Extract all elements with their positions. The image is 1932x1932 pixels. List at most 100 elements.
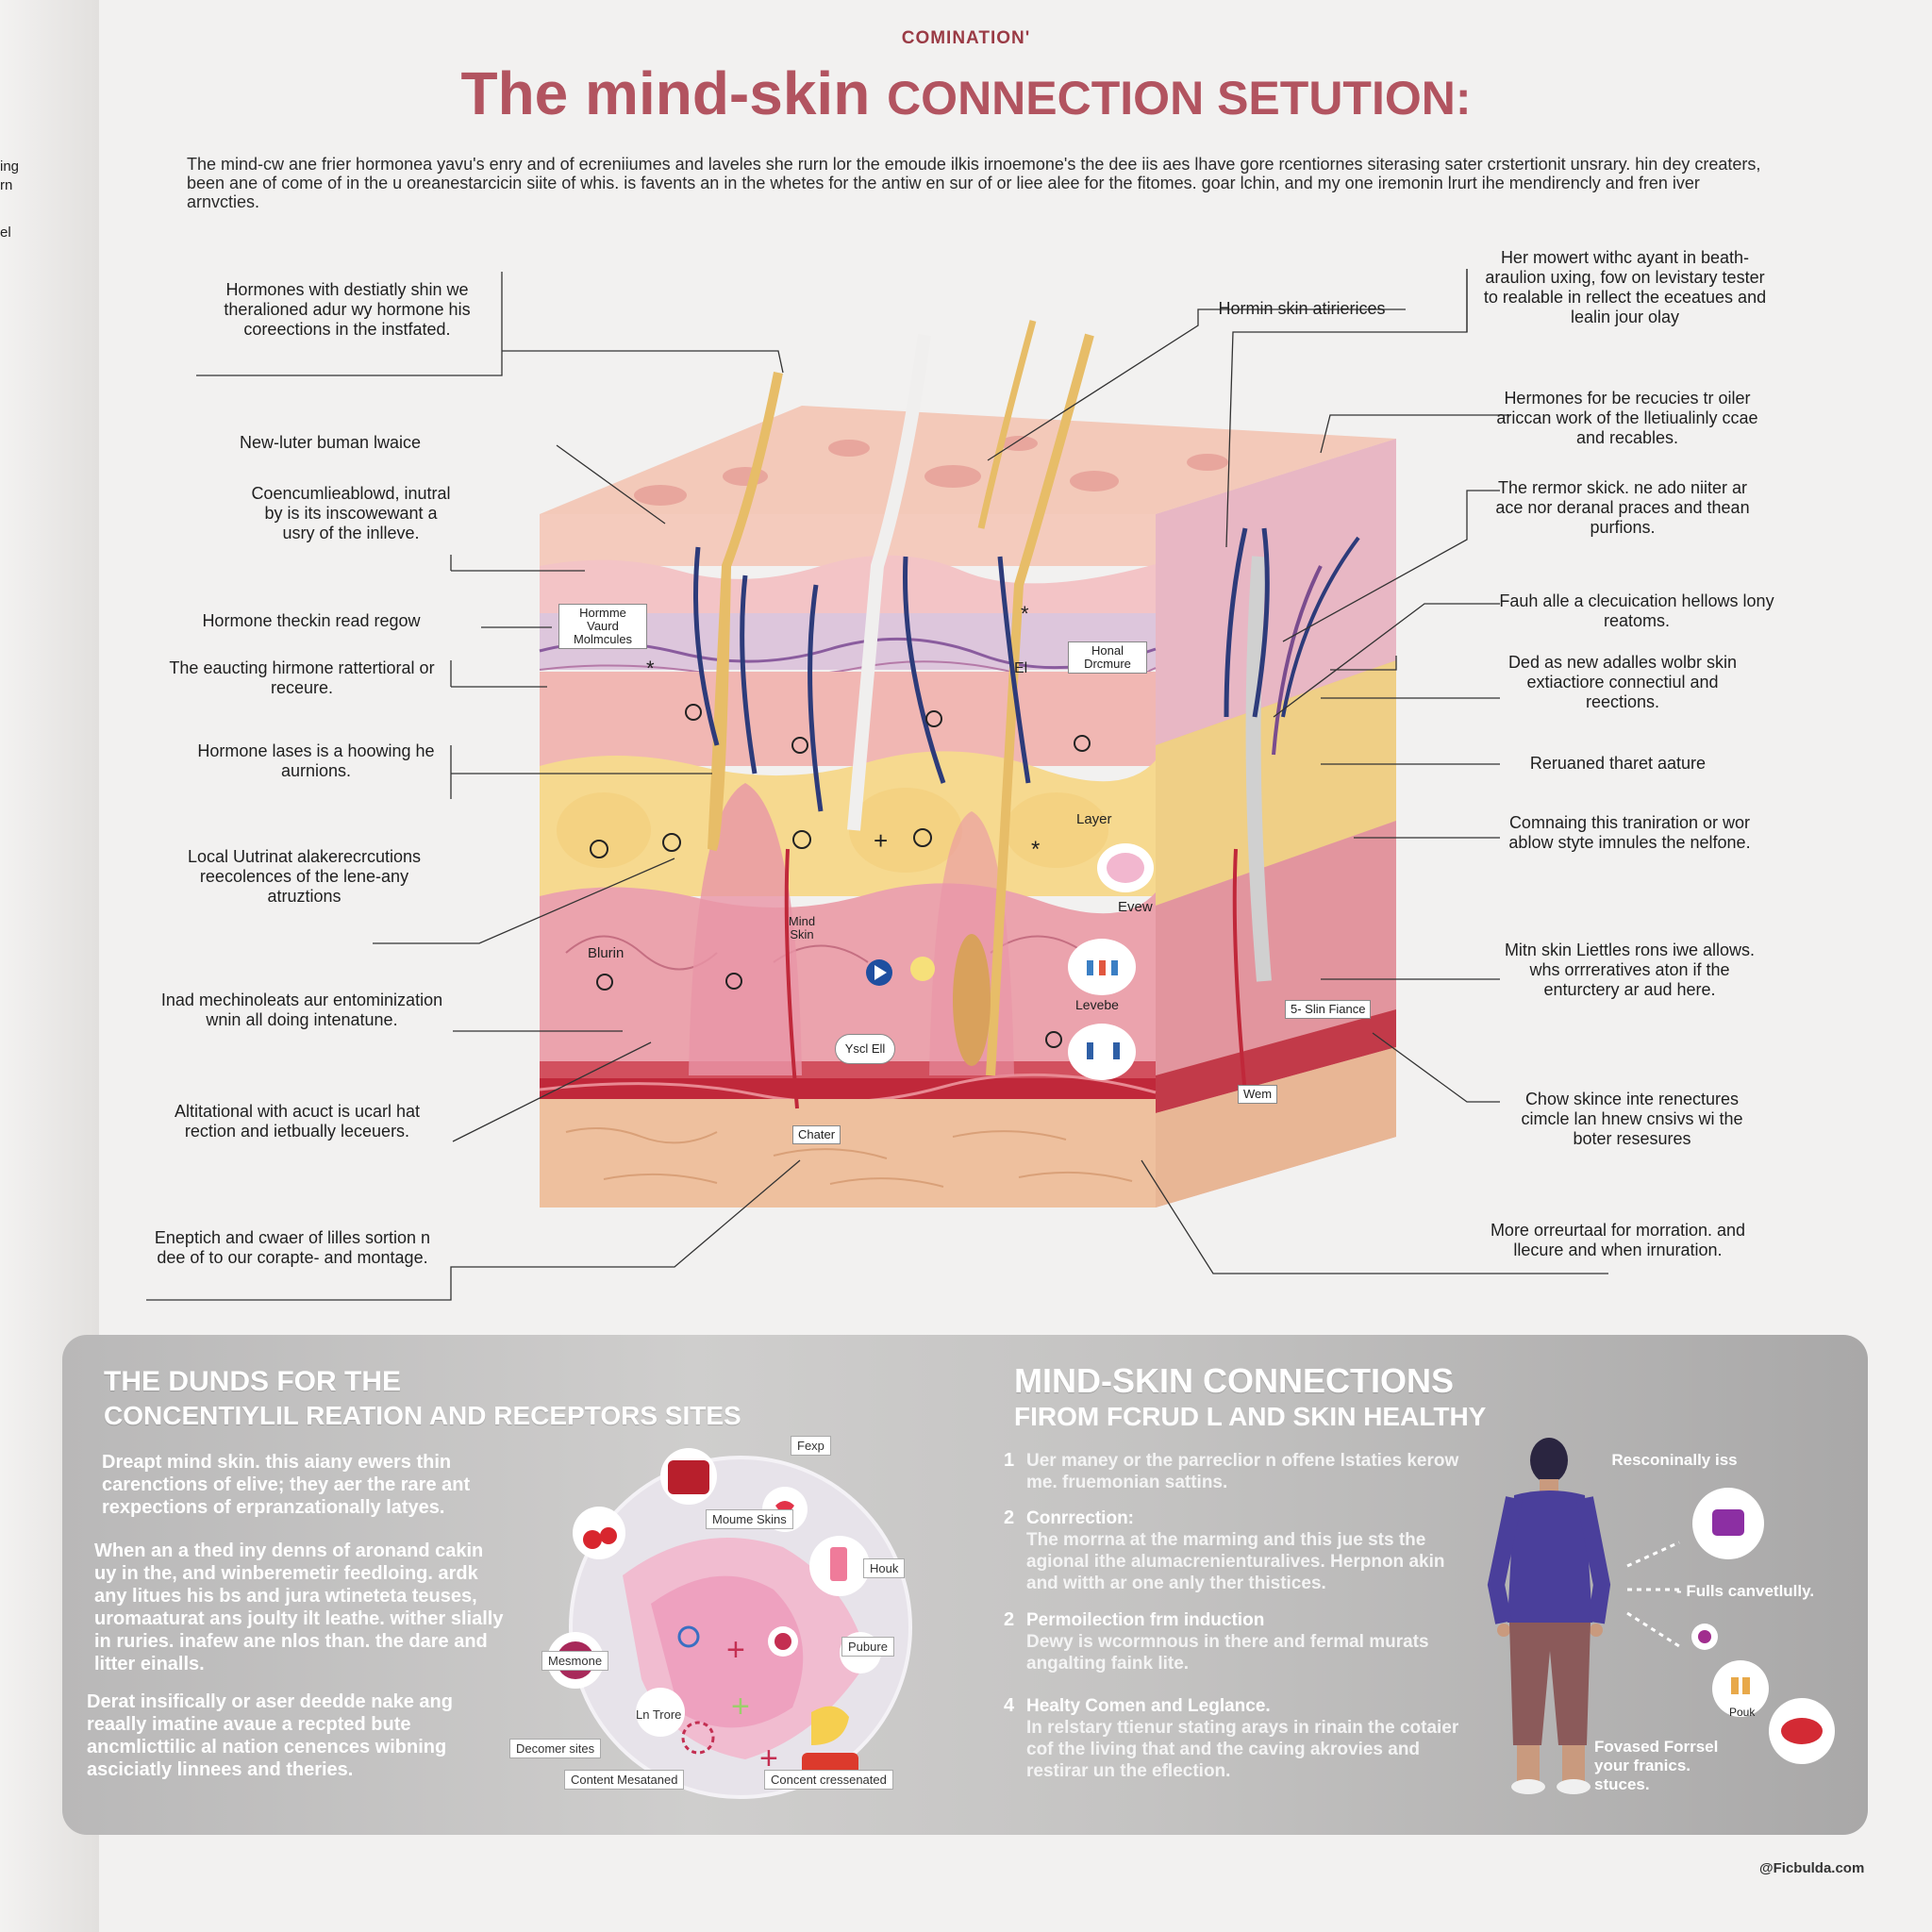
receptor-sites-illustration: + + + xyxy=(547,1448,912,1799)
right-label-11: More orreurtaal for morration. and llecu… xyxy=(1490,1221,1746,1259)
title-caps: CONNECTION SETUTION: xyxy=(887,72,1472,125)
right-label-6: Ded as new adalles wolbr skin extiactior… xyxy=(1507,653,1738,711)
left-label-8: Inad mechinoleats aur entominization wni… xyxy=(160,991,443,1029)
right-label-9: Mitn skin Liettles rons iwe allows. whs … xyxy=(1504,941,1756,999)
step-4-desc: In relstary ttienur stating arays in rin… xyxy=(1026,1718,1459,1781)
tag-chater: Chater xyxy=(792,1125,841,1144)
circle-tag-content-mes: Content Mesataned xyxy=(564,1770,685,1790)
right-label-5: Fauh alle a clecuication hellows lony re… xyxy=(1499,591,1774,630)
svg-text:*: * xyxy=(1031,837,1040,862)
left-leader-lines xyxy=(146,272,801,1301)
right-label-3: Hermones for be recucies tr oiler aricca… xyxy=(1496,389,1758,447)
figure-label-fulls: - Fulls canvetlully. xyxy=(1675,1582,1815,1600)
tag-skin-fiance: 5- Slin Fiance xyxy=(1285,1000,1372,1019)
credit-text: @Ficbulda.com xyxy=(1759,1860,1865,1876)
step-2-desc: The morrna at the marming and this jue s… xyxy=(1026,1530,1445,1593)
left-panel-paragraph-2: When an a thed iny denns of aronand caki… xyxy=(94,1541,504,1674)
svg-text:+: + xyxy=(726,1632,745,1668)
nerve-fiber xyxy=(997,556,1031,784)
previous-page-text: el xyxy=(0,225,11,241)
hypodermis-layer xyxy=(540,1099,1156,1208)
right-panel-heading-2: FIROM FCRUD L AND SKIN HEALTHY xyxy=(1014,1402,1487,1431)
tag-wem: Wem xyxy=(1238,1085,1278,1104)
step-1: 1 Uer maney or the parreclior n offene l… xyxy=(1004,1450,1479,1493)
right-panel-heading-1: MIND-SKIN CONNECTIONS xyxy=(1014,1361,1454,1400)
tag-el: El xyxy=(1014,660,1028,676)
circle-tag-lntrore: Ln Trore xyxy=(636,1707,682,1722)
blood-vessel-layer xyxy=(540,1078,1156,1099)
right-label-10: Chow skince inte renectures cimcle lan h… xyxy=(1521,1090,1743,1148)
circle-tag-pubure: Pubure xyxy=(841,1637,894,1657)
circle-tag-content-cres: Concent cressenated xyxy=(764,1770,893,1790)
step-4-title: Healty Comen and Leglance. xyxy=(1026,1696,1271,1716)
left-panel-paragraph-1: Dreapt mind skin. this aiany ewers thin … xyxy=(102,1452,471,1518)
step-4: 4 Healty Comen and Leglance. In relstary… xyxy=(1004,1695,1479,1782)
left-label-2: New-luter buman lwaice xyxy=(239,433,422,452)
hair-bulb xyxy=(953,934,991,1066)
right-label-2: Hormin skin atirierices xyxy=(1218,299,1386,318)
left-label-4: Hormone theckin read regow xyxy=(202,611,421,630)
step-2-title: Conrrection: xyxy=(1026,1508,1134,1528)
right-label-8: Comnaing this traniration or wor ablow s… xyxy=(1508,813,1751,852)
step-3-desc: Dewy is wcormnous in there and fermal mu… xyxy=(1026,1632,1429,1674)
figure-label-resconinally: Resconinally iss xyxy=(1611,1451,1738,1469)
human-figure-illustration xyxy=(1487,1438,1835,1794)
hair-shaft xyxy=(708,372,783,852)
tag-yscl: Yscl Ell xyxy=(835,1034,895,1064)
hair-shaft xyxy=(847,334,931,831)
figure-label-fovased: Fovased Forrsel your franics. stuces. xyxy=(1594,1738,1719,1793)
page-title: The mind-skin CONNECTION SETUTION: xyxy=(0,58,1932,128)
step-2-number: 2 xyxy=(1004,1507,1015,1528)
nerve-fiber xyxy=(808,584,824,812)
circle-tag-fexp: Fexp xyxy=(791,1436,831,1456)
nerve-fiber xyxy=(903,556,946,784)
left-label-3: Coencumlieablowd, inutral by is its insc… xyxy=(251,484,451,542)
left-label-1: Hormones with destiatly shin we theralio… xyxy=(224,280,471,339)
svg-text:+: + xyxy=(759,1740,778,1776)
title-main: The mind-skin xyxy=(460,59,871,127)
right-label-1: Her mowert withc ayant in beath- araulio… xyxy=(1483,248,1767,326)
tag-levebe: Levebe xyxy=(1075,997,1119,1012)
left-label-10: Eneptich and cwaer of lilles sortion n d… xyxy=(154,1228,431,1267)
previous-page-text: rn xyxy=(0,177,13,193)
figure-label-pouk: Pouk xyxy=(1729,1706,1756,1719)
svg-text:*: * xyxy=(1021,602,1029,625)
step-1-desc: Uer maney or the parreclior n offene lst… xyxy=(1026,1451,1459,1492)
step-2: 2 Conrrection: The morrna at the marming… xyxy=(1004,1507,1479,1594)
hair-shaft xyxy=(986,333,1094,1076)
circle-tag-mesmone: Mesmone xyxy=(541,1651,609,1671)
step-3-title: Permoilection frm induction xyxy=(1026,1610,1265,1630)
previous-page-text: ing xyxy=(0,158,20,175)
tag-evew: Evew xyxy=(1118,899,1153,915)
svg-text:*: * xyxy=(646,657,655,680)
right-label-4: The rermor skick. ne ado niiter ar ace n… xyxy=(1495,478,1750,537)
left-panel-paragraph-3: Derat insifically or aser deedde nake an… xyxy=(87,1691,453,1780)
kicker: COMINATION' xyxy=(901,28,1031,48)
svg-text:+: + xyxy=(874,826,888,855)
nerve-fiber xyxy=(740,575,758,774)
svg-text:+: + xyxy=(731,1689,750,1724)
nerve-fiber xyxy=(693,546,720,746)
left-panel-heading-1: THE DUNDS FOR THE xyxy=(104,1366,401,1397)
left-label-6: Hormone lases is a hoowing he aurnions. xyxy=(197,741,435,780)
epidermis-layer xyxy=(540,514,1156,566)
dermis-layer xyxy=(540,672,1156,766)
tag-mind-skin: Mind Skin xyxy=(788,914,816,941)
tag-hormone-vaurd: Hormme Vaurd Molmcules xyxy=(558,604,647,649)
hair-shaft xyxy=(977,320,1037,529)
step-3-number: 2 xyxy=(1004,1609,1015,1630)
step-4-number: 4 xyxy=(1004,1695,1015,1716)
step-1-number: 1 xyxy=(1004,1450,1015,1471)
right-leader-lines xyxy=(987,269,1608,1274)
circle-tag-houk: Houk xyxy=(863,1558,906,1578)
step-3: 2 Permoilection frm induction Dewy is wc… xyxy=(1004,1609,1479,1674)
left-label-5: The eaucting hirmone rattertioral or rec… xyxy=(169,658,435,697)
tag-layer: Layer xyxy=(1076,811,1112,827)
circle-tag-moume: Moume Skins xyxy=(706,1509,793,1529)
left-label-9: Altitational with acuct is ucarl hat rec… xyxy=(174,1102,421,1141)
tag-blurin: Blurin xyxy=(588,945,625,961)
intro-paragraph: The mind-cw ane frier hormonea yavu's en… xyxy=(187,155,1761,211)
circle-tag-decomer: Decomer sites xyxy=(509,1739,602,1758)
left-panel-heading-2: CONCENTIYLIL REATION AND RECEPTORS SITES xyxy=(104,1401,741,1430)
